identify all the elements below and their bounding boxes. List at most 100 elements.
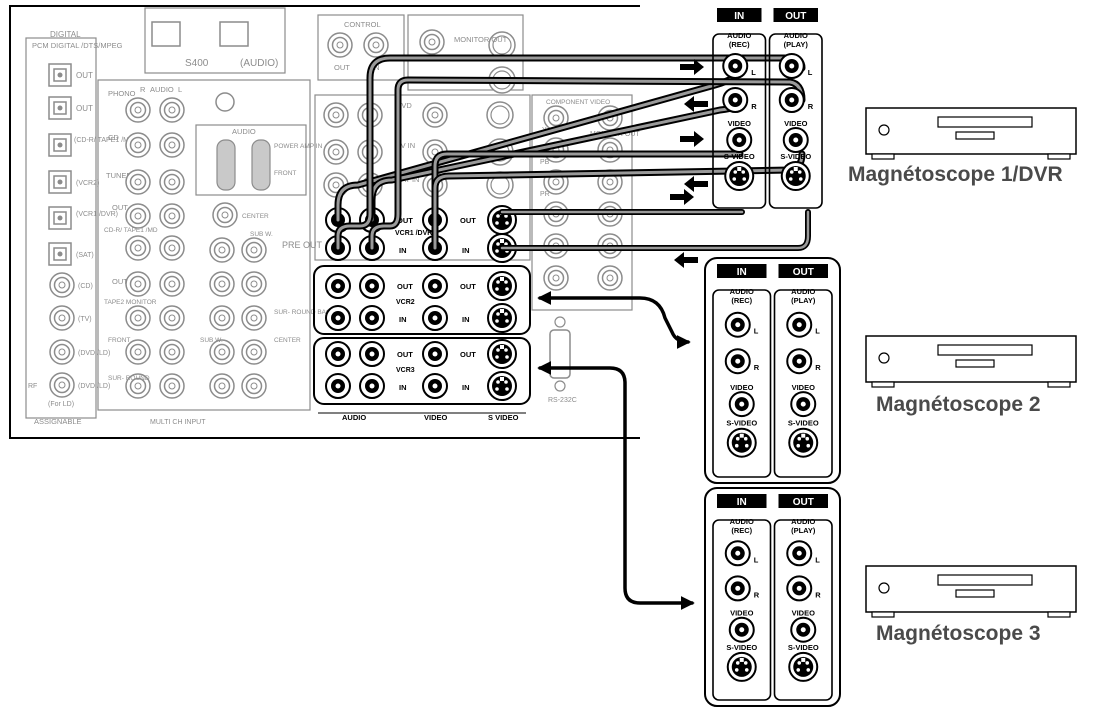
multich-sb-r-jack-icon xyxy=(209,373,235,399)
ground-terminal-icon xyxy=(215,92,235,112)
vcr3-rec-svideo-label: S-VIDEO xyxy=(726,643,757,652)
vcr2-play-l-jack-icon xyxy=(786,311,813,338)
vcr3-rec-r-jack-icon xyxy=(724,575,751,602)
vcr3-play-video-label: VIDEO xyxy=(792,609,816,618)
dvd-video-jack-icon xyxy=(422,102,448,128)
tuner-label: TUNER xyxy=(106,171,132,180)
surround-back-r-jack-icon xyxy=(209,305,235,331)
monitor-out-label: MONITOR OUT xyxy=(454,35,508,44)
bottom-video-label: VIDEO xyxy=(424,413,448,422)
vcr1-rec-l-jack-icon xyxy=(722,53,749,79)
vcr1-rec-r-label: R xyxy=(751,102,757,111)
optical-in-2-icon xyxy=(48,170,72,194)
optical-out-1-label: OUT xyxy=(76,71,93,80)
control-title: CONTROL xyxy=(344,20,381,29)
vcr3-rec-r-label: R xyxy=(754,590,760,599)
tv-in-label: TV IN xyxy=(396,141,415,150)
vcr3-play-video-jack-icon xyxy=(790,616,817,643)
multich-surround-l-jack-icon xyxy=(159,373,185,399)
comp4-pr-jack-icon xyxy=(597,265,623,291)
device-label-3: Magnétoscope 3 xyxy=(876,622,1041,645)
vcr1-play-r-label: R xyxy=(808,102,814,111)
vcr3-play-l-label: L xyxy=(815,555,820,564)
vcr1-rec-sub-label: (REC) xyxy=(729,40,750,49)
vcr2-in-tab: IN xyxy=(737,267,747,278)
vcr2-rec-l-jack-icon xyxy=(724,311,751,338)
vcr2-play-svideo-label: S-VIDEO xyxy=(788,419,819,428)
digital-in-label-7: (DVD /LD) xyxy=(78,350,110,357)
vcr1-out-tab: OUT xyxy=(785,11,806,22)
bottom-svideo-label: S VIDEO xyxy=(488,413,519,422)
vcr1-rec-l-label: L xyxy=(751,68,756,77)
vcr1-play-sub-label: (PLAY) xyxy=(784,40,809,49)
vcr3-in-svideo-jack-icon xyxy=(487,371,517,401)
surround-back-l-jack-icon xyxy=(241,305,267,331)
control-out-label: OUT xyxy=(334,63,350,72)
arrow-right-icon xyxy=(670,189,694,205)
vcr2-video-out-label: OUT xyxy=(460,282,476,291)
multich-sb-l-jack-icon xyxy=(241,373,267,399)
arrow-left-icon xyxy=(684,96,708,112)
tape1-out-label: OUT xyxy=(112,203,128,212)
digital-format: PCM DIGITAL /DTS/MPEG xyxy=(32,41,123,50)
phono-r-jack-icon xyxy=(125,97,151,123)
vcr1-in-label: IN xyxy=(399,246,407,255)
vcr1-play-l-jack-icon xyxy=(778,53,805,79)
vcr3-play-r-label: R xyxy=(815,590,821,599)
tape2-in-r-jack-icon xyxy=(125,305,151,331)
vcr2-rec-r-label: R xyxy=(754,363,760,372)
rs232c-port: RS-232C xyxy=(548,316,577,404)
vcr1-in-tab: IN xyxy=(734,11,744,22)
rf-in-icon xyxy=(49,372,75,398)
digital-in-label-4: (SAT) xyxy=(76,252,94,259)
multich-front-l-jack-icon xyxy=(159,339,185,365)
vcr1-play-svideo-label: S-VIDEO xyxy=(780,152,811,161)
vcr1-play-svideo-jack-icon xyxy=(780,161,811,191)
vcr3-rec-label: AUDIO xyxy=(730,517,754,526)
comp3-pr-jack-icon xyxy=(543,265,569,291)
vcr2-play-l-label: L xyxy=(815,327,820,336)
vcr2-out-tab-bg xyxy=(778,264,828,278)
digital-io-section: DIGITAL PCM DIGITAL /DTS/MPEG OUT OUT (C… xyxy=(25,30,136,426)
vcr2-rec-sub-label: (REC) xyxy=(731,296,752,305)
vcr2-out-tab: OUT xyxy=(793,267,814,278)
surround-back-label: SUR- ROUND BACK xyxy=(274,309,336,316)
audio-l-label: L xyxy=(178,85,182,94)
vcr3-play-svideo-label: S-VIDEO xyxy=(788,643,819,652)
s400-label: S400 xyxy=(185,58,209,69)
vcr1-video-in-label: IN xyxy=(462,246,470,255)
pre-out-label: PRE OUT xyxy=(282,240,323,250)
vcr2-out-video-jack-icon xyxy=(422,273,448,299)
vcr2-in-label: IN xyxy=(399,315,407,324)
vcr2-play-r-label: R xyxy=(815,363,821,372)
vcr3-out-label: OUT xyxy=(397,350,413,359)
tape1-label: CD-R/ TAPE1 /MD xyxy=(104,227,158,234)
vcr1-label: VCR1 /DVR xyxy=(395,230,432,237)
multich-front-label: FRONT xyxy=(108,337,130,344)
multich-center-label: CENTER xyxy=(274,337,301,344)
multich-sub-w-label: SUB W. xyxy=(200,337,223,344)
vcr2-out-r-jack-icon xyxy=(325,273,351,299)
digital-in-label-3: (VCR1 /DVR) xyxy=(76,211,118,218)
tape2-out-label: OUT xyxy=(112,277,128,286)
receiver-vcr1-block: OUT VCR1 /DVR IN OUT IN xyxy=(325,205,517,263)
vcr3-play-l-jack-icon xyxy=(786,540,813,567)
recorder-2-icon xyxy=(865,335,1077,388)
tape1-in-r-jack-icon xyxy=(125,235,151,261)
tape2-out-l-jack-icon xyxy=(159,271,185,297)
cd-r-jack-icon xyxy=(125,132,151,158)
multi-ch-input-label: MULTI CH INPUT xyxy=(150,419,206,426)
vcr1-out-tab-bg xyxy=(773,8,818,22)
vcr2-play-video-jack-icon xyxy=(790,391,817,418)
tuner-l-jack-icon xyxy=(159,169,185,195)
receiver-bottom-labels: AUDIO VIDEO S VIDEO xyxy=(318,412,526,422)
vcr1-rec-svideo-jack-icon xyxy=(724,161,755,191)
vcr3-out-l-jack-icon xyxy=(359,341,385,367)
comp-pb-label: PB xyxy=(540,159,550,166)
phono-l-jack-icon xyxy=(159,97,185,123)
multich-sub-jack-icon xyxy=(241,339,267,365)
vcr2-in-tab-bg xyxy=(717,264,767,278)
arrow-right-icon xyxy=(680,59,704,75)
